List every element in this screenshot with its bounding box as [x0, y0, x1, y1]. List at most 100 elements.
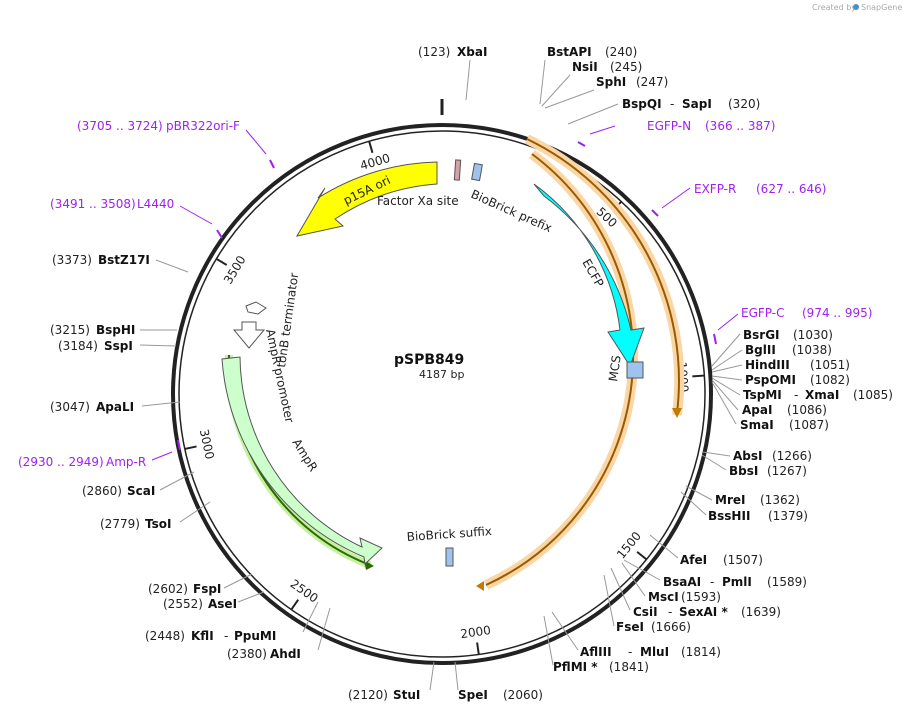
- enzyme-apai-name: ApaI: [742, 403, 772, 417]
- enzyme-bglii-name: BglII: [745, 343, 776, 357]
- enzyme-leader-line: [685, 485, 713, 501]
- enzyme-leader-line: [465, 59, 471, 101]
- biobrick-prefix-label: BioBrick prefix: [469, 187, 554, 235]
- primer-egfp-c[interactable]: EGFP-C (974 .. 995): [713, 306, 872, 345]
- enzyme-leader-line: [711, 381, 737, 425]
- enzyme-leader-line: [539, 59, 546, 105]
- enzyme-leader-line: [541, 74, 571, 107]
- enzyme-nsii[interactable]: NsiI (245): [572, 60, 642, 74]
- enzyme-bstz17i[interactable]: (3373) BstZ17I: [52, 253, 150, 267]
- enzyme-leader-line: [680, 491, 707, 516]
- enzyme-leader-line: [610, 567, 631, 611]
- enzyme-pflmi[interactable]: PflMI * (1841): [553, 660, 649, 674]
- enzyme-fsei-pos: (1666): [651, 620, 691, 634]
- primer-pbr322ori-f-range: (3705 .. 3724): [77, 119, 163, 133]
- enzyme-stui[interactable]: (2120) StuI: [348, 688, 420, 702]
- enzyme-sspi[interactable]: (3184) SspI: [58, 339, 133, 353]
- enzyme-bsrgi[interactable]: BsrGI (1030): [743, 328, 833, 342]
- enzyme-bstapi[interactable]: BstAPI (240): [547, 45, 637, 59]
- enzyme-bsshii[interactable]: BssHII (1379): [708, 509, 808, 523]
- enzyme-leader-line: [567, 103, 619, 125]
- primer-amp-r-range: (2930 .. 2949): [18, 455, 104, 469]
- enzyme-fsei[interactable]: FseI (1666): [616, 620, 691, 634]
- enzyme-bbsi[interactable]: BbsI (1267): [729, 464, 807, 478]
- enzyme-hindiii-pos: (1051): [810, 358, 850, 372]
- enzyme-sphi-pos: (247): [636, 75, 668, 89]
- enzyme-leader-line: [701, 454, 727, 471]
- enzyme-ahdi[interactable]: (2380) AhdI: [227, 647, 301, 661]
- tick-mark-2500: [290, 599, 300, 611]
- enzyme-hindiii[interactable]: HindIII (1051): [745, 358, 850, 372]
- factor-xa-site-feature[interactable]: [453, 159, 462, 181]
- tonb-terminator-feature[interactable]: [245, 301, 267, 315]
- enzyme-spei[interactable]: SpeI (2060): [458, 688, 543, 702]
- enzyme-bsphi[interactable]: (3215) BspHI: [50, 323, 135, 337]
- enzyme-csii-pos: (1639): [741, 605, 781, 619]
- primer-amp-r[interactable]: (2930 .. 2949) Amp-R: [18, 439, 181, 469]
- enzyme-leader-line: [141, 401, 181, 407]
- primer-l4440-range: (3491 .. 3508): [50, 197, 136, 211]
- enzyme-absi[interactable]: AbsI (1266): [733, 449, 812, 463]
- primer-pbr322ori-f[interactable]: (3705 .. 3724) pBR322ori-F: [77, 119, 275, 169]
- enzyme-smai-name: SmaI: [740, 418, 774, 432]
- enzyme-bsphi-name: BspHI: [96, 323, 135, 337]
- enzyme-leader-line: [237, 591, 265, 603]
- ampr-promoter-feature[interactable]: [232, 321, 266, 349]
- primer-pbr322ori-f-name: pBR322ori-F: [166, 119, 240, 133]
- enzyme-bstz17i-pos: (3373): [52, 253, 92, 267]
- p15a-ori-feature[interactable]: [295, 161, 438, 237]
- enzyme-apali[interactable]: (3047) ApaLI: [50, 400, 134, 414]
- enzyme-leader-line: [711, 364, 743, 373]
- enzyme-fspi[interactable]: (2602) FspI: [148, 582, 221, 596]
- enzyme-bbsi-name: BbsI: [729, 464, 758, 478]
- tick-mark-1500: [636, 551, 648, 561]
- enzyme-asei[interactable]: (2552) AseI: [163, 597, 237, 611]
- enzyme-bglii[interactable]: BglII (1038): [745, 343, 832, 357]
- primer-egfp-c-name: EGFP-C: [741, 306, 784, 320]
- enzyme-smai[interactable]: SmaI (1087): [740, 418, 829, 432]
- enzyme-apai[interactable]: ApaI (1086): [742, 403, 827, 417]
- enzyme-mrei[interactable]: MreI (1362): [715, 493, 800, 507]
- tick-mark-3000: [184, 445, 197, 450]
- enzyme-bsrgi-pos: (1030): [793, 328, 833, 342]
- primer-exfp-r[interactable]: EXFP-R (627 .. 646): [651, 182, 826, 217]
- enzyme-bsaai-pmli[interactable]: BsaAI - PmlI (1589): [663, 575, 807, 589]
- primer-egfp-n[interactable]: EGFP-N (366 .. 387): [577, 119, 775, 147]
- mcs-feature[interactable]: [626, 361, 644, 379]
- enzyme-afliii-mlui[interactable]: AflIII - MluI (1814): [580, 645, 721, 659]
- primer-egfp-n-name: EGFP-N: [647, 119, 691, 133]
- enzyme-tsoi[interactable]: (2779) TsoI: [100, 517, 171, 531]
- enzyme-afei[interactable]: AfeI (1507): [680, 553, 763, 567]
- primer-egfp-n-range: (366 .. 387): [705, 119, 775, 133]
- primer-l4440[interactable]: (3491 .. 3508) L4440: [50, 197, 223, 239]
- enzyme-afliii-name: AflIII: [580, 645, 612, 659]
- ecfp-arc-inner-arrow: [476, 581, 484, 591]
- enzyme-bspqi-sapi[interactable]: BspQI - SapI (320): [622, 97, 760, 111]
- enzyme-bsaai-pos: (1589): [767, 575, 807, 589]
- enzyme-sphi[interactable]: SphI (247): [596, 75, 668, 89]
- ecfp-feature[interactable]: [533, 183, 645, 368]
- enzyme-csii-sexai[interactable]: CsiI - SexAI * (1639): [633, 605, 781, 619]
- enzyme-absi-name: AbsI: [733, 449, 762, 463]
- enzyme-leader-line: [179, 501, 211, 523]
- enzyme-xbai[interactable]: (123) XbaI: [418, 45, 487, 59]
- enzyme-ppumi-name: PpuMI: [234, 629, 276, 643]
- snapgene-logo-icon: [853, 4, 859, 10]
- biobrick-suffix-feature[interactable]: [445, 547, 454, 567]
- enzyme-scai[interactable]: (2860) ScaI: [82, 484, 155, 498]
- enzyme-afliii-pos: (1814): [681, 645, 721, 659]
- enzyme-leader-line: [139, 344, 177, 347]
- enzyme-apali-pos: (3047): [50, 400, 90, 414]
- biobrick-prefix-feature[interactable]: [471, 162, 483, 182]
- enzyme-tspmi-pos: (1085): [853, 388, 893, 402]
- ampr-feature[interactable]: [221, 356, 383, 566]
- enzyme-bspqi-pos: (320): [728, 97, 760, 111]
- enzyme-tspmi-xmai[interactable]: TspMI - XmaI (1085): [743, 388, 893, 402]
- enzyme-kfli-ppumi[interactable]: (2448) KflI - PpuMI: [145, 629, 276, 643]
- enzyme-msci[interactable]: MscI (1593): [648, 590, 721, 604]
- enzyme-bspqi-dash: -: [670, 97, 674, 111]
- enzyme-fspi-name: FspI: [193, 582, 221, 596]
- enzyme-leader-line: [711, 375, 743, 381]
- primer-exfp-r-name: EXFP-R: [694, 182, 736, 196]
- enzyme-pspomi[interactable]: PspOMI (1082): [745, 373, 850, 387]
